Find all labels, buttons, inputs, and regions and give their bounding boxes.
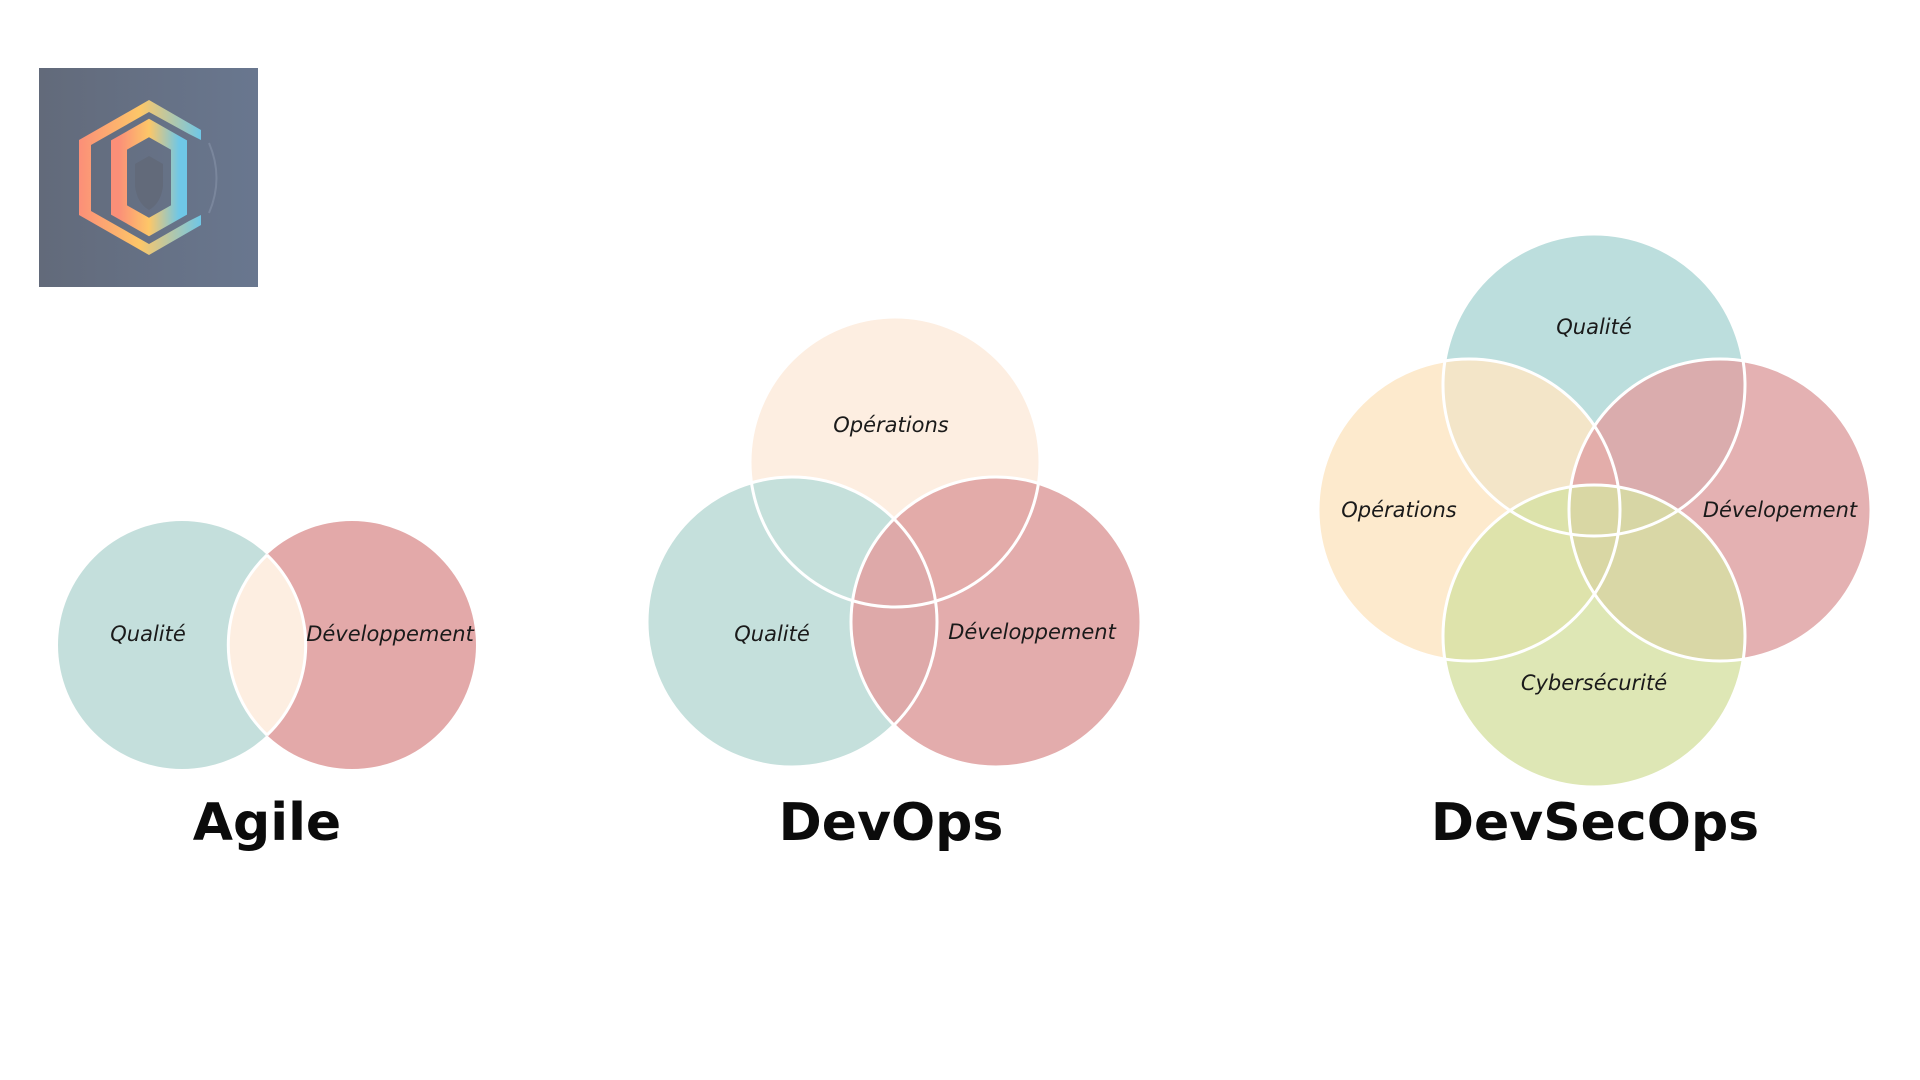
devops-quality-label: Qualité [734, 622, 810, 646]
agile-overlap [228, 555, 306, 735]
devops-operations-label: Opérations [833, 413, 949, 437]
shield-hexagon-logo-icon [79, 100, 218, 255]
agile-quality-label: Qualité [110, 622, 186, 646]
devsecops-cybersecurity-label: Cybersécurité [1521, 671, 1667, 695]
devops-development-label: Développement [948, 620, 1116, 644]
devsecops-quality-label: Qualité [1556, 315, 1632, 339]
devsecops-title: DevSecOps [1430, 793, 1760, 853]
devops-title: DevOps [778, 793, 1004, 853]
devsecops-cybersecurity-circle [1443, 485, 1745, 787]
devsecops-development-label: Dévelopement [1703, 498, 1858, 522]
agile-title: Agile [192, 793, 342, 853]
devops-development-circle [851, 477, 1141, 767]
devops-quality-circle [647, 477, 937, 767]
logo [39, 68, 258, 287]
devops-venn: Opérations Qualité Développement [645, 315, 1143, 769]
agile-development-label: Développement [306, 622, 474, 646]
agile-venn: Qualité Développement [58, 521, 476, 769]
devsecops-venn: Qualité Opérations Dévelopement Cyberséc… [1316, 232, 1873, 789]
devsecops-operations-label: Opérations [1341, 498, 1457, 522]
